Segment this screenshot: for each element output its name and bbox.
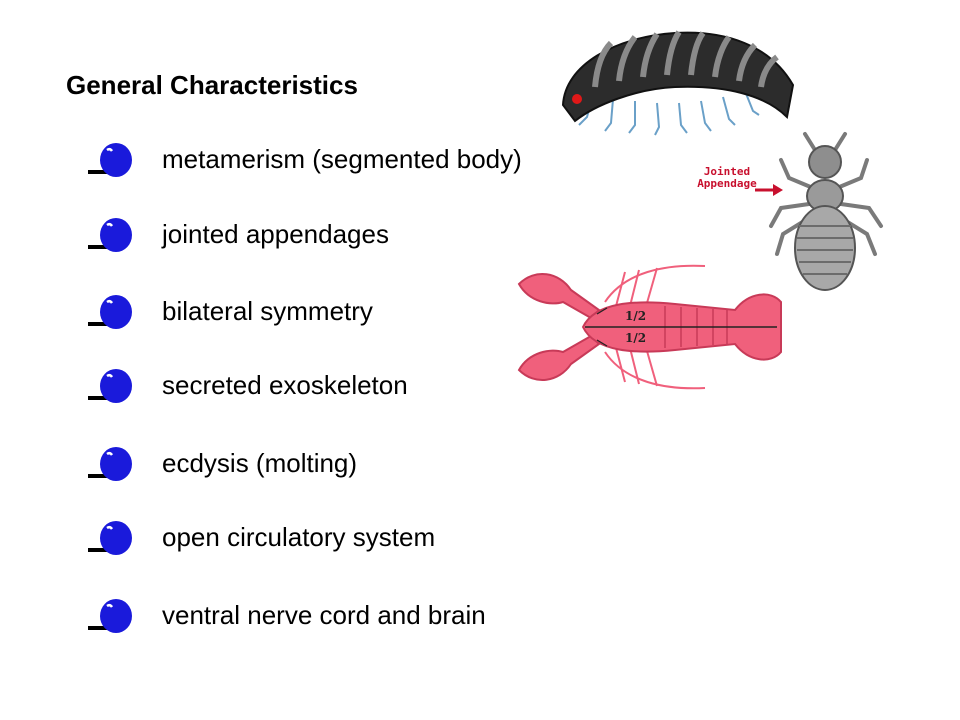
list-item-label: bilateral symmetry bbox=[162, 296, 373, 326]
segmented-arthropod-illustration bbox=[561, 30, 795, 136]
louse-illustration bbox=[755, 132, 883, 291]
bullet-icon bbox=[88, 369, 132, 403]
bullet-icon bbox=[88, 143, 132, 177]
bullet-icon bbox=[88, 218, 132, 252]
lobster-half-bottom-label: 1/2 bbox=[625, 331, 646, 345]
jointed-appendage-label-box: Jointed Appendage bbox=[688, 166, 766, 190]
list-item-label: ecdysis (molting) bbox=[162, 448, 358, 478]
list-item: metamerism (segmented body) bbox=[86, 140, 606, 180]
bullet-icon bbox=[88, 521, 132, 555]
list-item: ecdysis (molting) bbox=[86, 444, 606, 484]
list-item: jointed appendages bbox=[86, 215, 606, 255]
list-item: ventral nerve cord and brain bbox=[86, 596, 606, 636]
bullet-icon bbox=[88, 295, 132, 329]
slide-title: General Characteristics bbox=[66, 70, 358, 100]
list-item-label: secreted exoskeleton bbox=[162, 370, 408, 400]
jointed-appendage-label: Jointed Appendage bbox=[697, 165, 757, 190]
list-item-label: jointed appendages bbox=[162, 219, 389, 249]
lobster-illustration: 1/2 1/2 bbox=[517, 264, 782, 390]
list-item-label: ventral nerve cord and brain bbox=[162, 600, 486, 630]
list-item: secreted exoskeleton bbox=[86, 366, 606, 406]
list-item: bilateral symmetry bbox=[86, 292, 606, 332]
list-item-label: open circulatory system bbox=[162, 522, 436, 552]
bullet-icon bbox=[88, 599, 132, 633]
bullet-icon bbox=[88, 447, 132, 481]
list-item-label: metamerism (segmented body) bbox=[162, 144, 522, 174]
list-item: open circulatory system bbox=[86, 518, 606, 558]
lobster-half-top-label: 1/2 bbox=[625, 309, 646, 323]
